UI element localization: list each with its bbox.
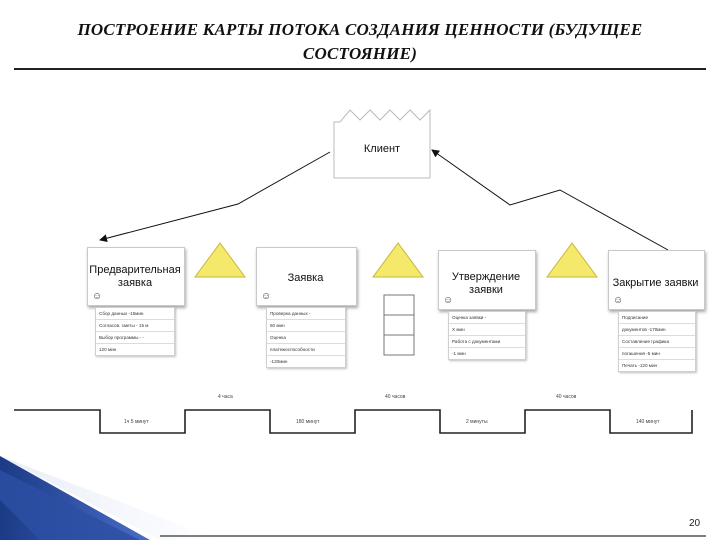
- process-box-preliminary: [87, 247, 185, 306]
- info-arrow-left: [99, 151, 331, 243]
- title-underline: [14, 68, 706, 70]
- data-box-approval: Оценка заявки - X мин Работа с документа…: [448, 311, 526, 360]
- process-time-label: 2 минуты: [466, 419, 488, 425]
- wait-time-label: 4 часа: [218, 394, 233, 400]
- data-row: X мин: [449, 324, 525, 336]
- queue-stack-icon: [383, 294, 415, 356]
- timeline-ladder: [14, 409, 693, 434]
- process-box-approval: [438, 250, 536, 310]
- data-box-preliminary: Сбор данных -15мин Согласов. сметы - 15 …: [95, 307, 175, 356]
- operator-icon: ☺: [261, 291, 272, 302]
- operator-icon: ☺: [613, 295, 624, 306]
- decorative-swoosh: [0, 456, 220, 540]
- page-number: 20: [689, 518, 701, 529]
- operator-icon: ☺: [443, 295, 454, 306]
- process-box-application: [256, 247, 357, 306]
- data-row: Подписание: [619, 312, 695, 324]
- data-row: Составление графика: [619, 336, 695, 348]
- wait-time-label: 40 часов: [385, 394, 406, 400]
- process-time-label: 140 минут: [636, 419, 660, 425]
- factory-icon: [333, 108, 431, 179]
- process-time-label: 1ч 5 минут: [124, 419, 149, 425]
- data-row: погашения -5 мин: [619, 348, 695, 360]
- inventory-triangle-2: [372, 242, 424, 278]
- client-label: Клиент: [363, 143, 401, 155]
- data-row: 120 мин: [99, 347, 117, 352]
- wait-time-label: 40 часов: [556, 394, 577, 400]
- process-name: Утверждение заявки: [451, 271, 521, 296]
- operator-icon: ☺: [92, 291, 103, 302]
- data-row: Выбор программы - -: [96, 332, 174, 344]
- data-row: Согласов. сметы - 15 м: [96, 320, 174, 332]
- data-row: платежеспособности: [267, 344, 345, 356]
- data-row: -1 мин: [452, 351, 466, 356]
- data-row: Работа с документами: [449, 336, 525, 348]
- data-row: Оценка заявки -: [449, 312, 525, 324]
- data-row: Оценка: [267, 332, 345, 344]
- data-row: 60 мин: [267, 320, 345, 332]
- process-box-closing: [608, 250, 705, 310]
- process-name: Закрытие заявки: [612, 277, 699, 289]
- data-row: Печать -120 мин: [622, 363, 658, 368]
- data-box-closing: Подписание документов -170мин Составлени…: [618, 311, 696, 372]
- data-row: Сбор данных -15мин: [96, 308, 174, 320]
- process-time-label: 180 минут: [296, 419, 320, 425]
- data-row: Проверка данных -: [267, 308, 345, 320]
- inventory-triangle-1: [194, 242, 246, 278]
- data-row: -120мин: [270, 359, 288, 364]
- inventory-triangle-3: [546, 242, 598, 278]
- info-arrow-right: [431, 149, 669, 251]
- process-name: Заявка: [287, 272, 324, 284]
- data-box-application: Проверка данных - 60 мин Оценка платежес…: [266, 307, 346, 368]
- data-row: документов -170мин: [619, 324, 695, 336]
- slide-title: ПОСТРОЕНИЕ КАРТЫ ПОТОКА СОЗДАНИЯ ЦЕННОСТ…: [77, 20, 643, 63]
- process-name: Предварительная заявка: [89, 264, 181, 289]
